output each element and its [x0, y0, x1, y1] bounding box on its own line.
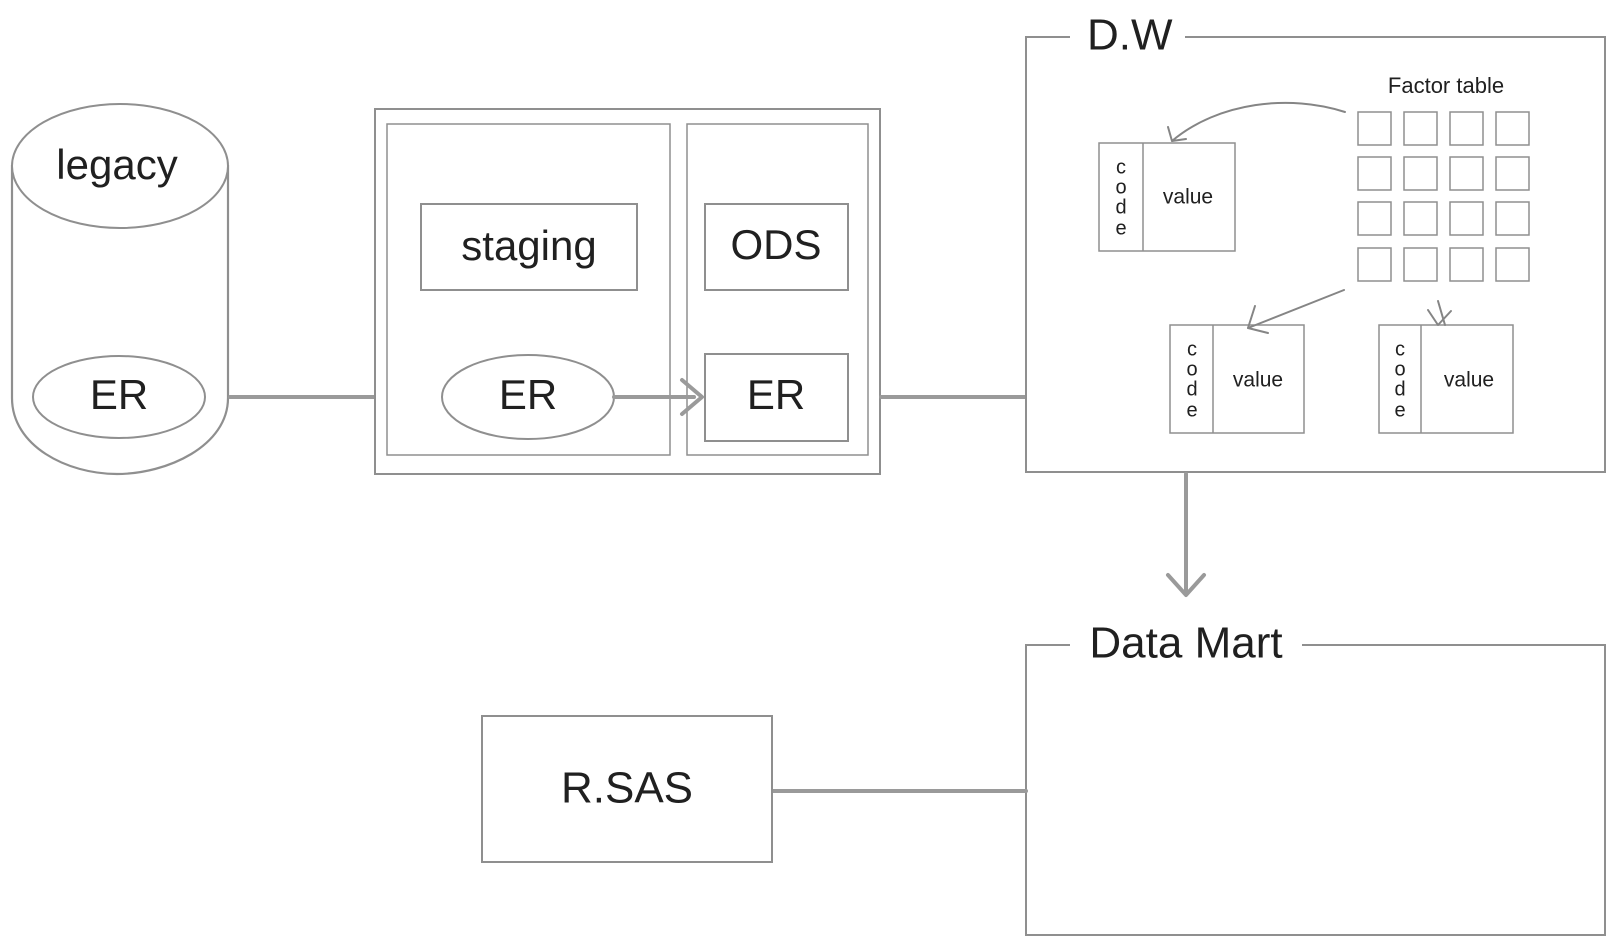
factor-table-cell	[1449, 156, 1484, 191]
staging-er-label: ER	[499, 371, 557, 418]
factor-table-cell	[1495, 111, 1530, 146]
factor-table-label: Factor table	[1388, 73, 1504, 98]
data-mart-frame	[1025, 644, 1606, 936]
factor-table-cell	[1449, 111, 1484, 146]
code-letter-e: e	[1186, 399, 1197, 421]
code-value-table-frame	[1098, 142, 1236, 252]
data-warehouse: D.W Factor table c o d e	[1025, 11, 1606, 473]
staging-to-ods-arrow	[612, 378, 704, 416]
factor-table-grid	[1357, 111, 1530, 282]
factor-table-cell	[1495, 247, 1530, 282]
code-letter-o: o	[1115, 176, 1126, 198]
factor-table-cell	[1403, 247, 1438, 282]
code-letter-e: e	[1115, 217, 1126, 239]
code-letter-c: c	[1116, 156, 1126, 178]
staging-label: staging	[461, 222, 596, 269]
factor-table-cell	[1357, 111, 1392, 146]
legacy-er-ellipse	[32, 355, 206, 439]
rsas-frame	[481, 715, 773, 863]
code-value-table-frame	[1169, 324, 1305, 434]
ods-box	[704, 203, 849, 291]
factor-to-lower-middle-code-arrow	[1247, 289, 1345, 334]
factor-table-cell	[1403, 156, 1438, 191]
code-letter-o: o	[1186, 358, 1197, 380]
dw-to-data-mart-arrow	[1166, 472, 1206, 597]
code-value-table-frame	[1378, 324, 1514, 434]
factor-to-upper-code-arrow	[1167, 101, 1346, 142]
value-label: value	[1163, 186, 1213, 209]
code-value-table-lower-right: c o d e value	[1378, 324, 1514, 434]
ods-er-box	[704, 353, 849, 442]
code-letter-c: c	[1395, 338, 1405, 360]
factor-table-cell	[1495, 201, 1530, 236]
factor-table-cell	[1357, 156, 1392, 191]
code-letter-d: d	[1186, 378, 1197, 400]
legacy-cylinder-top	[11, 103, 229, 229]
code-letter-d: d	[1394, 378, 1405, 400]
dw-label: D.W	[1087, 11, 1173, 60]
legacy-er-label: ER	[90, 371, 148, 418]
factor-to-lower-right-code-arrow	[1427, 300, 1452, 326]
staging-ods-container: staging ER ODS ER	[374, 108, 881, 475]
legacy-cylinder-body	[10, 165, 230, 476]
code-letter-d: d	[1115, 196, 1126, 218]
code-letter-e: e	[1394, 399, 1405, 421]
legacy-database: legacy ER	[10, 103, 230, 476]
factor-table-cell	[1495, 156, 1530, 191]
value-label: value	[1233, 369, 1283, 392]
ods-er-label: ER	[747, 371, 805, 418]
factor-table-cell	[1357, 201, 1392, 236]
code-value-table-lower-middle: c o d e value	[1169, 324, 1305, 434]
ods-label: ODS	[730, 221, 821, 268]
value-label: value	[1444, 369, 1494, 392]
data-mart: Data Mart	[1025, 619, 1606, 936]
factor-table-cell	[1403, 201, 1438, 236]
code-value-table-upper-left: c o d e value	[1098, 142, 1236, 252]
rsas-label: R.SAS	[561, 764, 693, 813]
data-mart-label: Data Mart	[1089, 619, 1282, 668]
factor-table-cell	[1449, 247, 1484, 282]
factor-table-cell	[1449, 201, 1484, 236]
factor-table-cell	[1357, 247, 1392, 282]
rsas-box: R.SAS	[481, 715, 773, 863]
staging-box	[420, 203, 638, 291]
factor-table-cell	[1403, 111, 1438, 146]
code-letter-c: c	[1187, 338, 1197, 360]
legacy-label: legacy	[56, 141, 177, 188]
code-letter-o: o	[1394, 358, 1405, 380]
